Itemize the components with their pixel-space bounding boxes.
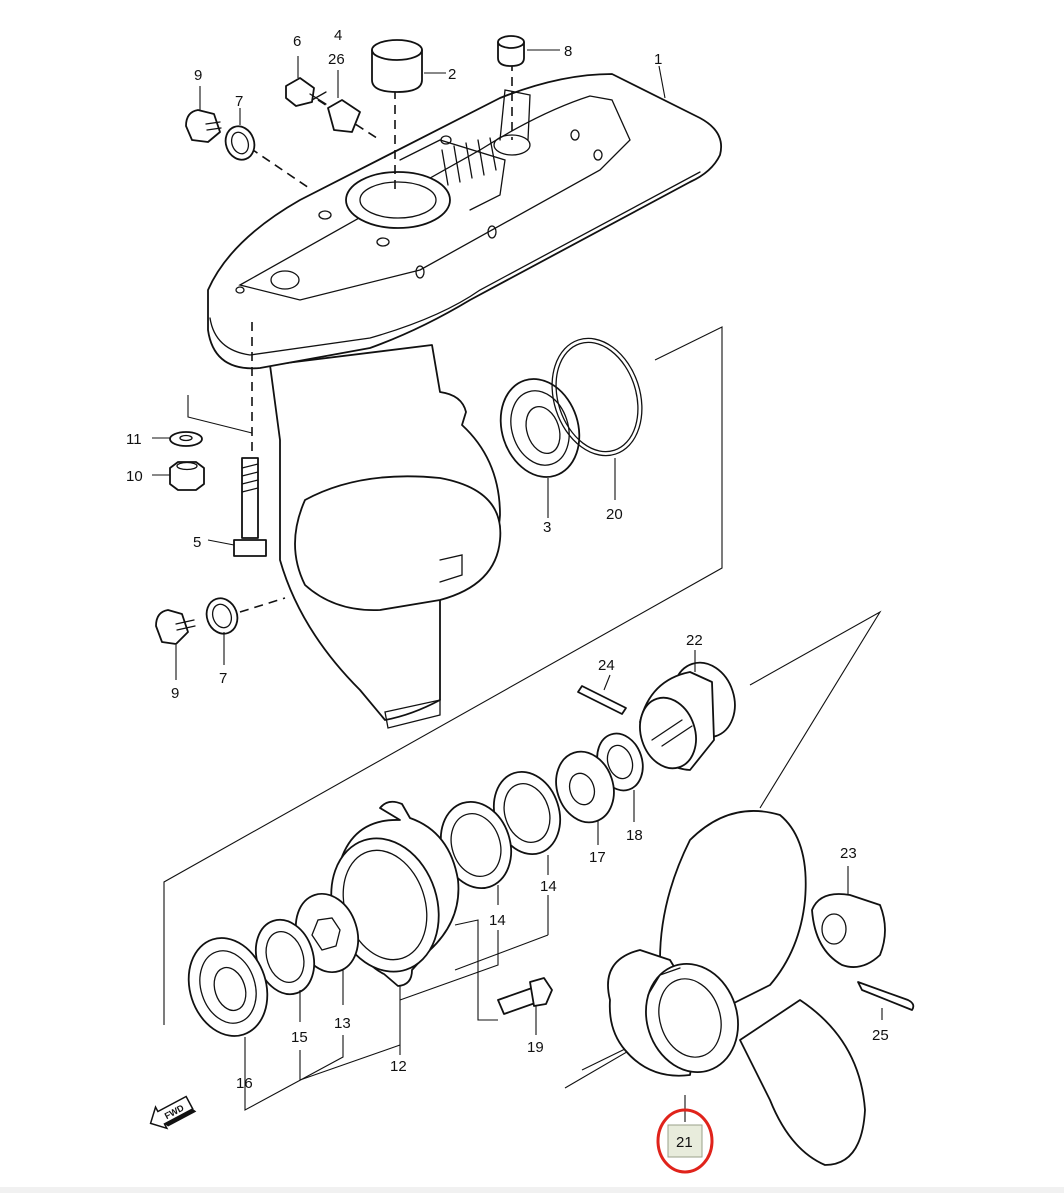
top-hardware: [185, 35, 525, 161]
label-6: 6: [293, 33, 301, 50]
gear-case-housing: [207, 73, 722, 729]
label-4: 4: [334, 27, 342, 44]
label-13: 13: [334, 1015, 351, 1032]
part-number-labels: 1 2 3 4 5 6 7 7 8 9 9 10 11 12 13 14 14 …: [126, 27, 889, 1092]
label-14-a: 14: [489, 912, 506, 929]
label-3: 3: [543, 519, 551, 536]
label-11: 11: [126, 431, 142, 448]
label-7-bottom: 7: [219, 670, 227, 687]
part-21-box: [667, 1124, 703, 1158]
label-20: 20: [606, 506, 623, 523]
label-leaders: [152, 49, 883, 1122]
label-24: 24: [598, 657, 615, 674]
label-26: 26: [328, 51, 345, 68]
label-16: 16: [236, 1075, 253, 1092]
highlight-circle: [656, 1108, 714, 1174]
label-9-bottom: 9: [171, 685, 179, 702]
highlighted-part-21[interactable]: 21: [656, 1108, 714, 1174]
label-7-top: 7: [235, 93, 243, 110]
label-19: 19: [527, 1039, 544, 1056]
center-lines: [239, 62, 513, 613]
label-18: 18: [626, 827, 643, 844]
label-12: 12: [390, 1058, 407, 1075]
label-22: 22: [686, 632, 703, 649]
shaft-assembly: [187, 661, 736, 1037]
bearing-and-oring: [499, 337, 643, 478]
label-1: 1: [654, 51, 662, 68]
label-2: 2: [448, 66, 456, 83]
label-8: 8: [564, 43, 572, 60]
left-hardware: [155, 431, 267, 645]
label-17: 17: [589, 849, 606, 866]
label-10: 10: [126, 468, 143, 485]
bottom-strip: [0, 1187, 1064, 1193]
label-21: 21: [676, 1134, 693, 1151]
label-23: 23: [840, 845, 857, 862]
label-9-top: 9: [194, 67, 202, 84]
label-25: 25: [872, 1027, 889, 1044]
propeller: [607, 810, 915, 1166]
fwd-arrow-icon: FWD: [149, 1095, 197, 1130]
label-5: 5: [193, 534, 201, 551]
label-14-b: 14: [540, 878, 557, 895]
label-15: 15: [291, 1029, 308, 1046]
